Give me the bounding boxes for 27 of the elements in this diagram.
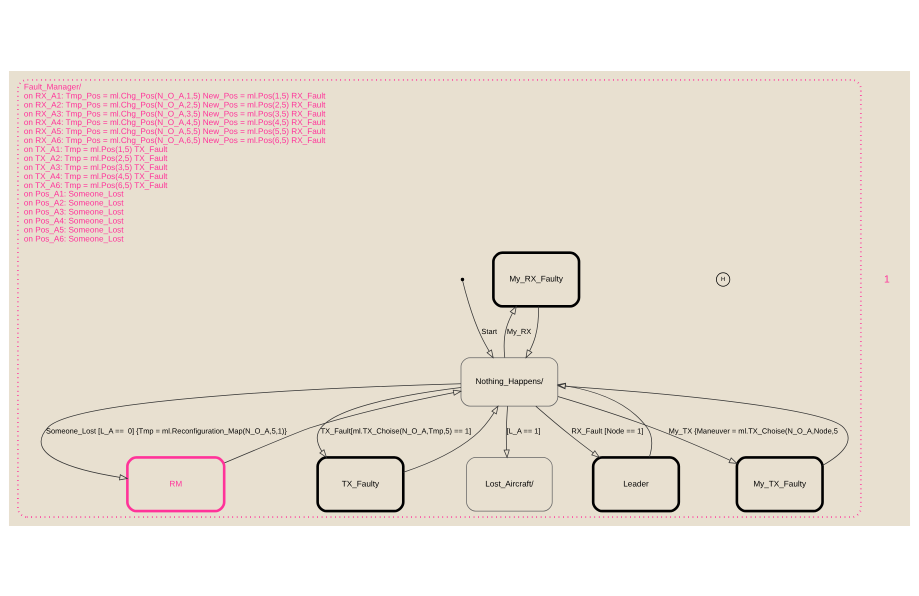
edge-label: Someone_Lost [L_A == 0] {Tmp = ml.Reconfiguration_Map(N_O_A,5,1)} [46, 426, 287, 436]
edge-label: RX_Fault [Node == 1] [571, 426, 644, 436]
node-box: Nothing_Happens/ [460, 356, 558, 406]
arrow [525, 306, 539, 358]
arrow [403, 404, 499, 472]
node-box: My_RX_Faulty [492, 250, 580, 308]
arrow [462, 280, 494, 358]
arrow [557, 396, 738, 464]
arrow [556, 382, 652, 458]
arrow [40, 382, 462, 480]
label: 1 [884, 274, 890, 285]
arrow [224, 389, 462, 463]
edge-label: TX_Fault[ml.TX_Choise(N_O_A,Tmp,5) == 1] [320, 426, 472, 436]
node-box: My_TX_Faulty [736, 456, 824, 512]
node-box: Lost_Aircraft/ [466, 456, 553, 511]
arrow [556, 382, 849, 466]
arrow [504, 305, 517, 358]
node-box: Leader [592, 456, 680, 512]
edge-label: Start [481, 326, 498, 336]
arrow [535, 405, 600, 458]
node-box: TX_Faulty [316, 456, 405, 512]
edge-label: [L_A == 1] [506, 426, 541, 436]
arrow [504, 405, 510, 458]
arrow [316, 386, 462, 458]
edge-label: My_TX {Maneuver = ml.TX_Choise(N_O_A,Node,5 [668, 426, 838, 436]
node-box: RM [126, 456, 226, 512]
edge-label: My_RX [506, 326, 532, 336]
